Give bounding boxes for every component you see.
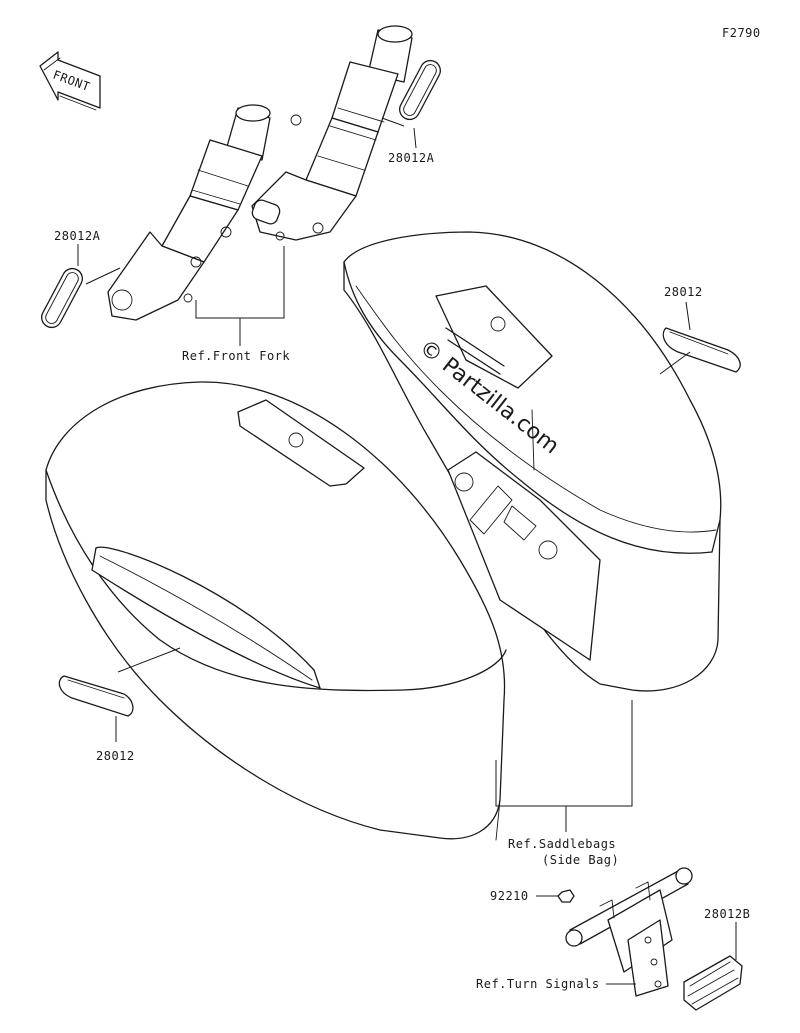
label-28012-right: 28012 [664, 285, 703, 299]
label-28012b: 28012B [704, 907, 750, 921]
left-saddlebag [45, 381, 507, 841]
right-fork-tube [251, 25, 413, 241]
label-28012a-right: 28012A [388, 151, 435, 165]
reflector-28012-left [58, 675, 134, 717]
rear-bracket-assembly [565, 867, 693, 997]
label-28012-left: 28012 [96, 749, 135, 763]
left-fork-tube [107, 104, 271, 321]
reflector-28012b [683, 955, 743, 1011]
nut-92210 [557, 889, 575, 903]
front-arrow-icon: FRONT [39, 51, 101, 111]
label-28012a-left: 28012A [54, 229, 101, 243]
figure-code: F2790 [722, 26, 761, 40]
reflector-28012a-left [41, 267, 83, 329]
label-ref-turn-signals: Ref.Turn Signals [476, 977, 600, 991]
reflector-28012a-right [399, 59, 441, 121]
label-ref-saddlebags-sub: (Side Bag) [542, 853, 619, 867]
label-92210: 92210 [490, 889, 529, 903]
label-ref-saddlebags: Ref.Saddlebags [508, 837, 616, 851]
front-label: FRONT [51, 68, 92, 94]
right-saddlebag [343, 231, 722, 692]
reflector-28012-right [662, 327, 741, 373]
label-ref-front-fork: Ref.Front Fork [182, 349, 290, 363]
